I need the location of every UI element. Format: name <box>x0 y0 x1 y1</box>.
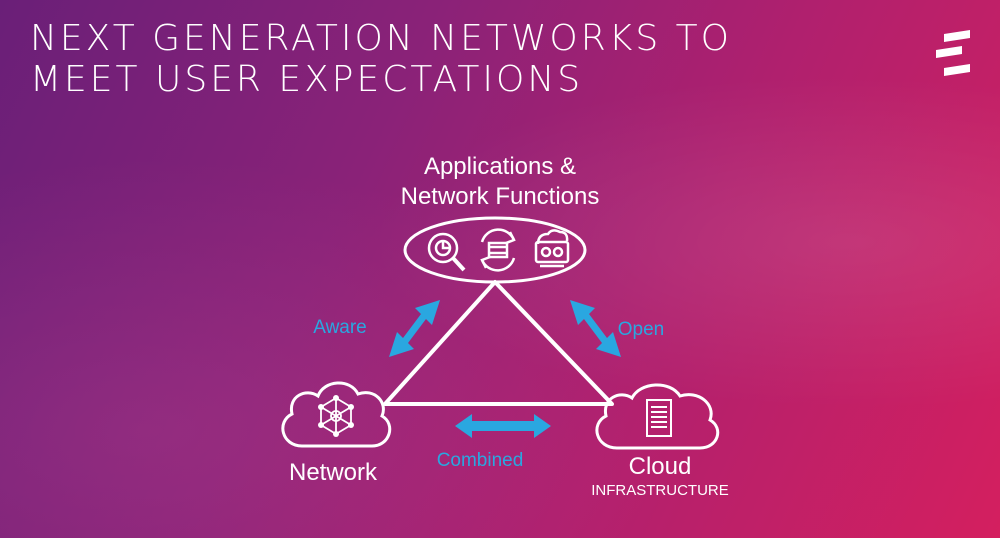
network-mesh-icon <box>320 396 352 436</box>
slide-title: NEXT GENERATION NETWORKS TO MEET USER EX… <box>30 18 732 100</box>
network-label: Network <box>288 459 378 486</box>
open-label: Open <box>617 319 665 340</box>
applications-ellipse <box>403 216 587 284</box>
combined-label: Combined <box>436 450 524 471</box>
aware-label: Aware <box>313 317 367 338</box>
applications-label-line2: Network Functions <box>400 183 600 210</box>
aware-double-arrow <box>389 300 440 357</box>
chart-magnifier-icon <box>427 232 466 272</box>
server-rack-icon <box>646 399 672 437</box>
infrastructure-label: INFRASTRUCTURE <box>591 482 729 499</box>
company-logo-icon <box>936 30 970 76</box>
cloud-label: Cloud <box>628 453 692 480</box>
applications-label: Applications & Network Functions <box>370 152 630 212</box>
combined-double-arrow <box>455 414 551 438</box>
triangle-outline <box>383 280 614 406</box>
network-cloud <box>281 381 392 448</box>
gear-cloud-icon <box>534 229 570 268</box>
open-double-arrow <box>570 300 621 357</box>
infrastructure-cloud <box>595 383 720 450</box>
refresh-film-icon <box>480 228 516 272</box>
applications-label-line1: Applications & <box>423 153 577 180</box>
